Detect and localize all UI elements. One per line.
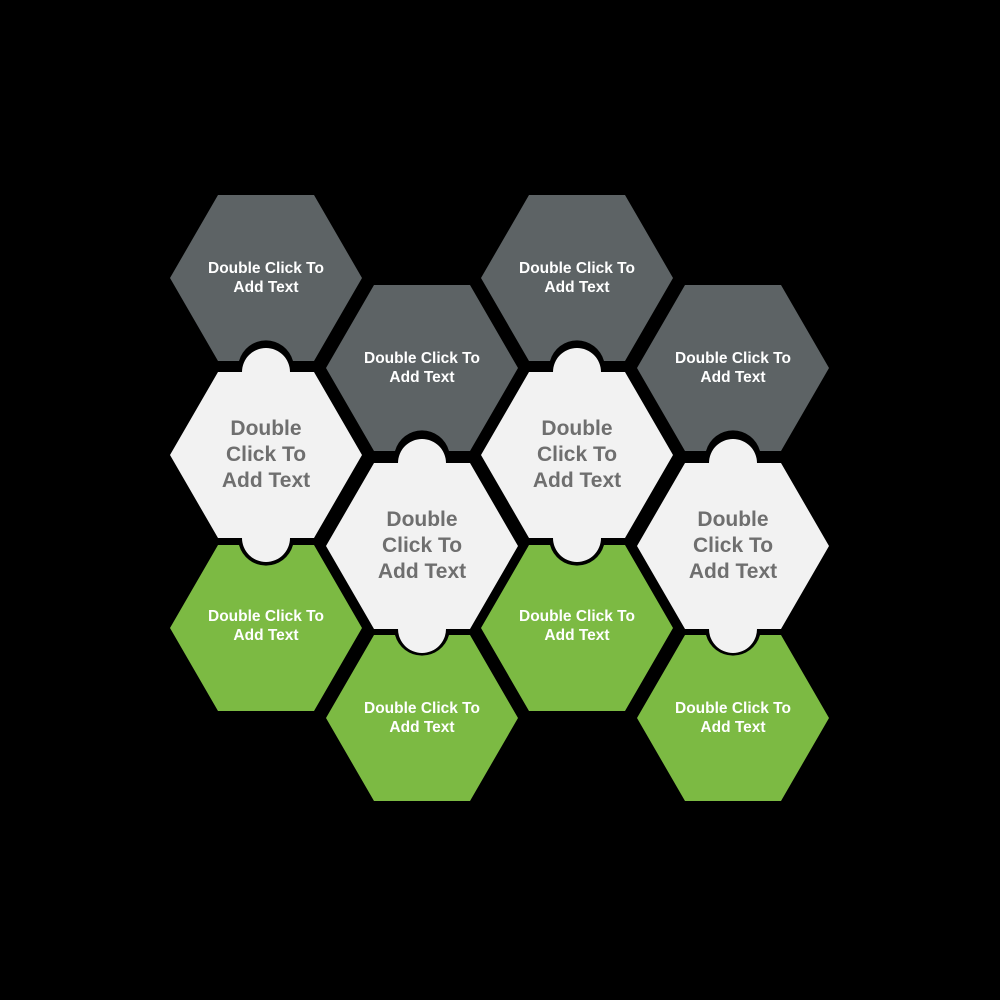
piece-9-label[interactable]: Double Click To Add Text <box>176 604 356 648</box>
piece-label-line: Double Click To <box>364 700 480 717</box>
puzzle-piece-6-shape[interactable] <box>481 348 673 562</box>
piece-7-label[interactable]: Double Click To Add Text <box>332 506 512 586</box>
piece-label-line: Double Click To <box>364 350 480 367</box>
puzzle-piece-12-shape[interactable] <box>637 635 829 801</box>
piece-label-line: Double Click To <box>208 608 324 625</box>
piece-label-line: Add Text <box>688 560 778 583</box>
piece-label-line: Add Text <box>221 469 311 492</box>
piece-label-line: Double <box>230 417 302 440</box>
puzzle-piece-9-shape[interactable] <box>170 545 362 711</box>
piece-10-label[interactable]: Double Click To Add Text <box>487 604 667 648</box>
piece-label-line: Add Text <box>700 369 766 386</box>
piece-label-line: Add Text <box>233 279 299 296</box>
piece-label-line: Click To <box>225 443 307 466</box>
piece-label-line: Double Click To <box>519 608 635 625</box>
puzzle-piece-11-shape[interactable] <box>326 635 518 801</box>
piece-label-line: Add Text <box>389 719 455 736</box>
piece-label-line: Click To <box>536 443 618 466</box>
piece-label-line: Add Text <box>544 279 610 296</box>
puzzle-piece-8-shape[interactable] <box>637 439 829 653</box>
piece-label-line: Double Click To <box>519 260 635 277</box>
piece-label-line: Add Text <box>389 369 455 386</box>
piece-12-label[interactable]: Double Click To Add Text <box>643 696 823 740</box>
piece-label-line: Double Click To <box>675 700 791 717</box>
piece-label-line: Add Text <box>700 719 766 736</box>
piece-1-label[interactable]: Double Click To Add Text <box>176 256 356 300</box>
piece-8-label[interactable]: Double Click To Add Text <box>643 506 823 586</box>
piece-label-line: Double <box>697 508 769 531</box>
piece-label-line: Add Text <box>377 560 467 583</box>
piece-6-label[interactable]: Double Click To Add Text <box>487 415 667 495</box>
piece-label-line: Add Text <box>544 627 610 644</box>
puzzle-piece-5-shape[interactable] <box>170 348 362 562</box>
piece-label-line: Add Text <box>532 469 622 492</box>
piece-5-label[interactable]: Double Click To Add Text <box>176 415 356 495</box>
piece-label-line: Double Click To <box>208 260 324 277</box>
puzzle-piece-3-shape[interactable] <box>326 285 518 451</box>
piece-label-line: Double <box>386 508 458 531</box>
puzzle-piece-1-shape[interactable] <box>170 195 362 361</box>
piece-3-label[interactable]: Double Click To Add Text <box>332 346 512 390</box>
piece-label-line: Add Text <box>233 627 299 644</box>
piece-label-line: Click To <box>692 534 774 557</box>
puzzle-piece-2-shape[interactable] <box>481 195 673 361</box>
piece-label-line: Double Click To <box>675 350 791 367</box>
puzzle-piece-10-shape[interactable] <box>481 545 673 711</box>
puzzle-piece-7-shape[interactable] <box>326 439 518 653</box>
piece-label-line: Click To <box>381 534 463 557</box>
piece-2-label[interactable]: Double Click To Add Text <box>487 256 667 300</box>
piece-label-line: Double <box>541 417 613 440</box>
piece-11-label[interactable]: Double Click To Add Text <box>332 696 512 740</box>
piece-4-label[interactable]: Double Click To Add Text <box>643 346 823 390</box>
puzzle-piece-4-shape[interactable] <box>637 285 829 451</box>
